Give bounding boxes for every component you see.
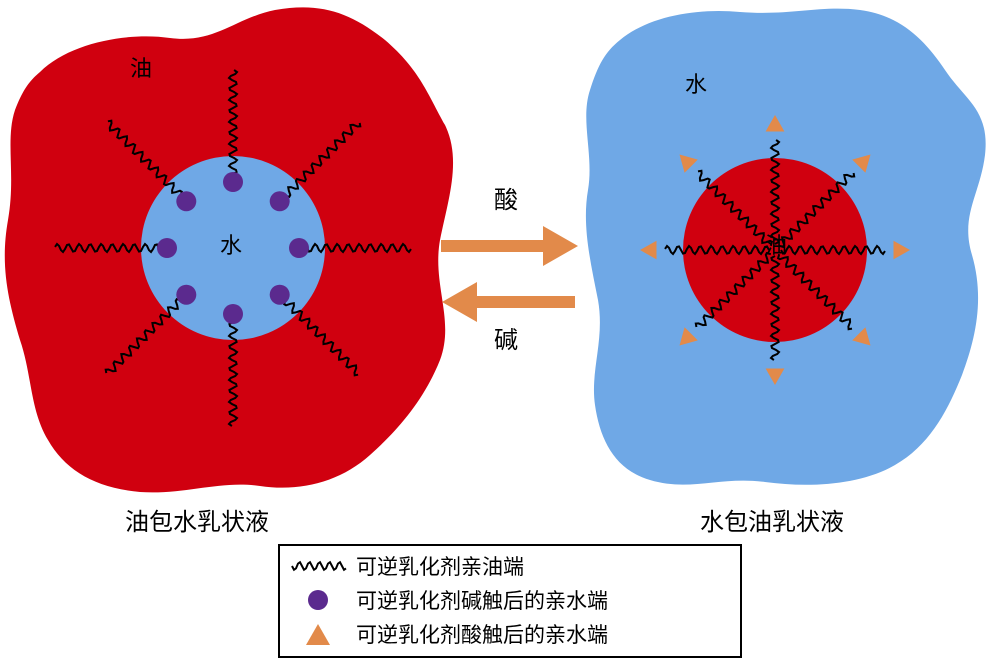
purple-circle-icon	[308, 590, 328, 610]
conversion-arrows: 酸 碱	[441, 186, 578, 354]
left-outer-label: 油	[130, 57, 152, 82]
forward-arrow-icon	[441, 226, 578, 266]
acid-label: 酸	[494, 186, 518, 214]
right-caption: 水包油乳状液	[700, 508, 844, 536]
orange-triangle-icon	[679, 327, 698, 346]
orange-triangle-icon	[306, 624, 330, 645]
lipophilic-tail	[306, 242, 412, 254]
purple-circle-icon	[176, 191, 197, 212]
purple-circle-icon	[269, 191, 290, 212]
orange-triangle-icon	[765, 115, 785, 132]
legend-label-acid-head: 可逆乳化剂酸触后的亲水端	[356, 623, 608, 647]
purple-circle-icon	[223, 304, 243, 324]
legend-label-base-head: 可逆乳化剂碱触后的亲水端	[356, 589, 608, 613]
lipophilic-tail	[778, 172, 856, 249]
lipophilic-tail	[776, 253, 853, 331]
legend-box	[278, 544, 742, 658]
left-panel-w-o-emulsion: 油 水 油包水乳状液	[4, 7, 454, 536]
orange-triangle-icon	[893, 240, 910, 260]
lipophilic-tail	[664, 244, 770, 256]
lipophilic-tail	[694, 251, 772, 328]
legend-item-tail: 可逆乳化剂亲油端	[291, 555, 524, 579]
wavy-line-icon	[291, 560, 347, 572]
orange-triangle-icon	[852, 327, 871, 346]
legend: 可逆乳化剂亲油端 可逆乳化剂碱触后的亲水端 可逆乳化剂酸触后的亲水端	[278, 544, 742, 658]
right-outer-label: 水	[685, 73, 707, 98]
left-inner-label: 水	[220, 234, 242, 259]
left-lipophilic-tails	[54, 69, 412, 427]
purple-circle-icon	[269, 284, 290, 305]
purple-circle-icon	[176, 284, 197, 305]
purple-circle-icon	[157, 238, 177, 258]
lipophilic-tail	[769, 139, 781, 245]
lipophilic-tail	[769, 255, 781, 361]
lipophilic-tail	[780, 244, 886, 256]
backward-arrow-icon	[442, 282, 575, 322]
lipophilic-tail	[697, 169, 774, 247]
left-base-heads	[157, 172, 309, 324]
lipophilic-tail	[283, 300, 359, 377]
legend-item-acid-head: 可逆乳化剂酸触后的亲水端	[306, 623, 608, 647]
orange-triangle-icon	[679, 154, 698, 173]
lipophilic-tail	[227, 321, 239, 427]
lipophilic-tail	[285, 122, 362, 198]
legend-item-base-head: 可逆乳化剂碱触后的亲水端	[308, 589, 608, 613]
orange-triangle-icon	[852, 154, 871, 173]
legend-label-tail: 可逆乳化剂亲油端	[356, 555, 524, 579]
orange-triangle-icon	[765, 368, 785, 385]
left-caption: 油包水乳状液	[125, 508, 269, 536]
lipophilic-tail	[54, 242, 160, 254]
oil-droplet	[683, 158, 867, 342]
purple-circle-icon	[289, 238, 309, 258]
right-lipophilic-tails	[664, 139, 886, 361]
lipophilic-tail	[107, 119, 183, 196]
right-panel-o-w-emulsion: 水 油 水包油乳状液	[585, 8, 986, 536]
purple-circle-icon	[223, 172, 243, 192]
right-inner-label: 油	[765, 234, 787, 259]
lipophilic-tail	[227, 69, 239, 175]
lipophilic-tail	[104, 298, 181, 374]
base-label: 碱	[494, 326, 518, 354]
orange-triangle-icon	[640, 240, 657, 260]
right-acid-heads	[640, 115, 910, 385]
